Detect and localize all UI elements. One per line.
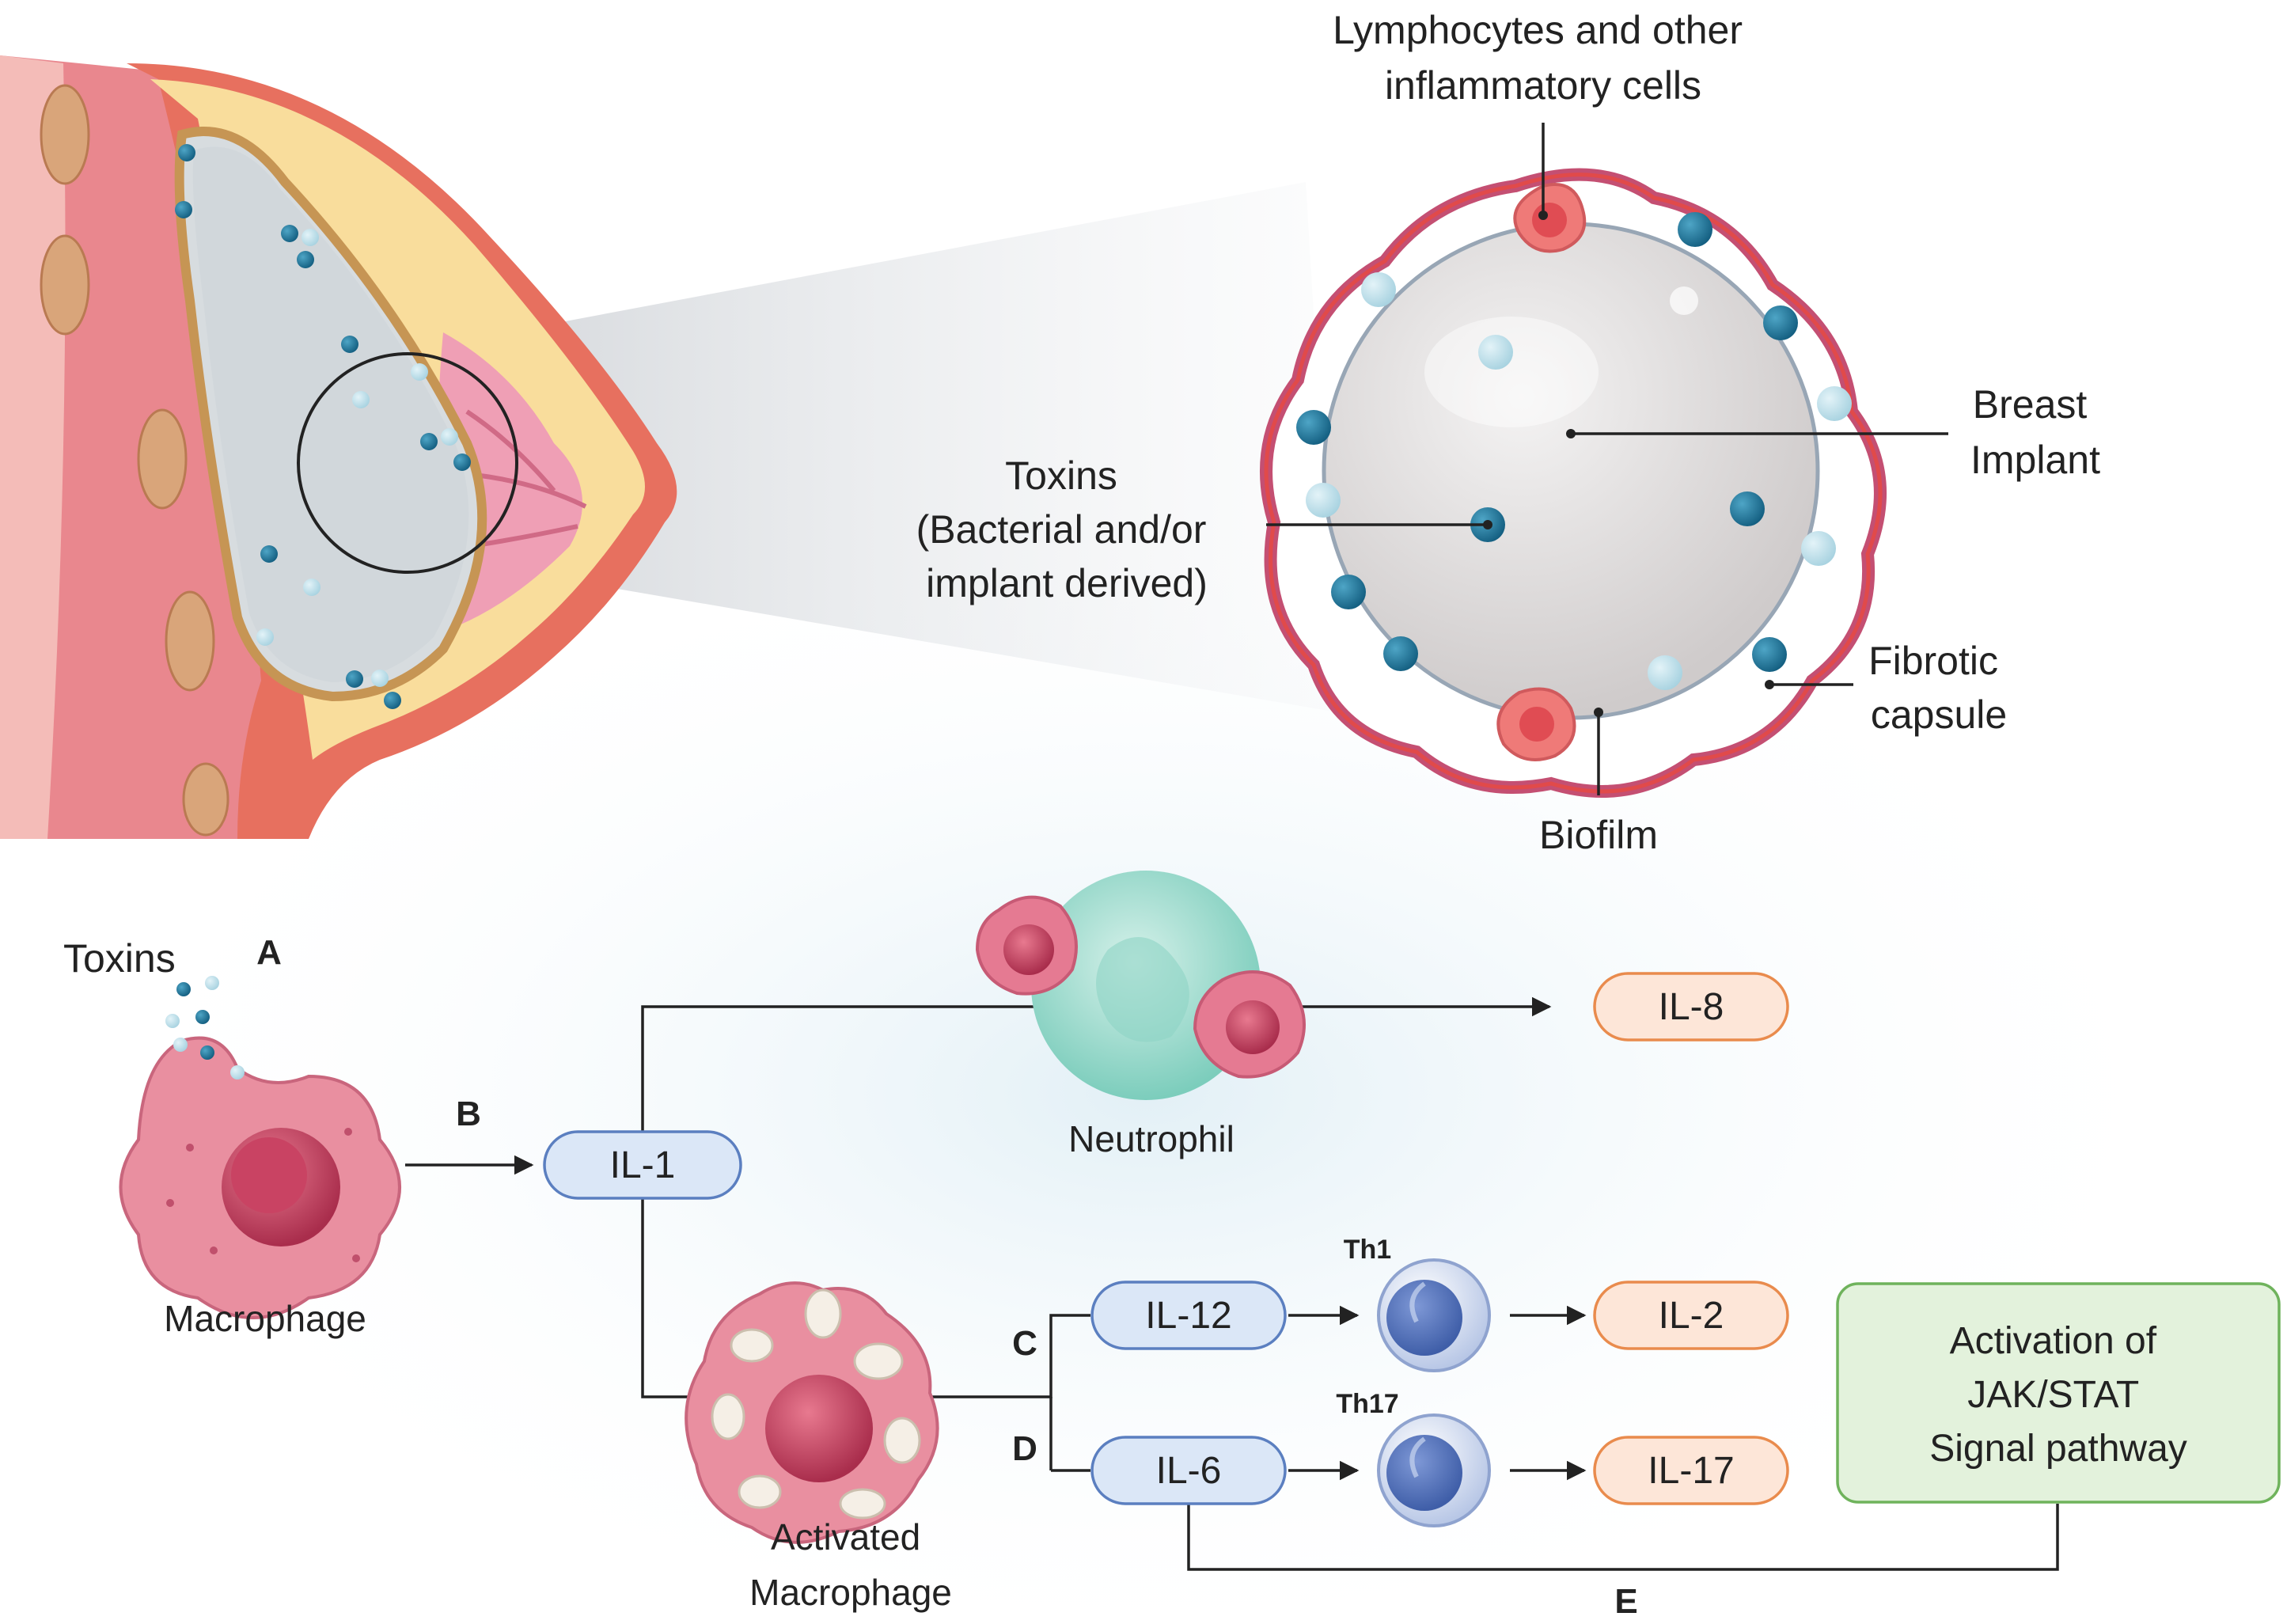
- breast-illustration: [0, 55, 1337, 839]
- th1-label: Th1: [1344, 1235, 1391, 1265]
- toxin-dots-pathway: [165, 976, 245, 1080]
- il8-box: IL-8: [1593, 972, 1789, 1042]
- inflammatory-cells-label: Lymphocytes and other inflammatory cells: [1333, 8, 1754, 108]
- activated-macrophage-label: Activated Macrophage: [749, 1516, 952, 1613]
- neutrophil-label: Neutrophil: [1068, 1118, 1235, 1159]
- step-b: B: [456, 1095, 481, 1133]
- jak-stat-box: Activation of JAK/STAT Signal pathway: [1836, 1282, 2281, 1504]
- biofilm-label: Biofilm: [1539, 813, 1658, 857]
- svg-text:IL-8: IL-8: [1659, 986, 1724, 1028]
- inflammatory-cell: [1496, 687, 1576, 761]
- macrophage-label: Macrophage: [164, 1298, 366, 1339]
- toxin-dots-breast: [175, 144, 471, 709]
- zoom-circle: [297, 352, 518, 574]
- svg-text:IL-17: IL-17: [1648, 1450, 1734, 1492]
- activated-macrophage-cell: [685, 1281, 939, 1544]
- th1-cell: [1377, 1258, 1491, 1372]
- implant-zoom: [1260, 123, 1948, 798]
- zoom-cone: [506, 182, 1337, 712]
- svg-text:IL-2: IL-2: [1659, 1295, 1724, 1337]
- il17-box: IL-17: [1593, 1436, 1789, 1505]
- svg-text:Activation of JAK/STAT: Activation of JAK/STAT Signal pathway: [1929, 1320, 2187, 1470]
- th17-cell: [1377, 1413, 1491, 1527]
- macrophage-cell: [119, 1036, 401, 1319]
- step-e: E: [1614, 1582, 1637, 1621]
- svg-text:IL-1: IL-1: [610, 1144, 676, 1186]
- toxin-dots-implant: [1296, 212, 1852, 690]
- th17-label: Th17: [1336, 1389, 1398, 1419]
- il6-box: IL-6: [1090, 1436, 1287, 1505]
- breast-implant-label: Breast Implant: [1970, 382, 2100, 482]
- neutrophil-cell: [975, 871, 1306, 1100]
- il12-box: IL-12: [1090, 1281, 1287, 1350]
- il1-box: IL-1: [543, 1130, 742, 1200]
- implant-toxins-label: Toxins (Bacterial and/or implant derived…: [916, 453, 1218, 605]
- fibrotic-capsule-label: Fibrotic capsule: [1868, 639, 2009, 737]
- svg-text:IL-12: IL-12: [1145, 1295, 1231, 1337]
- pathway-toxins-label: Toxins: [63, 936, 176, 981]
- step-c: C: [1012, 1324, 1037, 1363]
- step-d: D: [1012, 1429, 1037, 1468]
- svg-text:IL-6: IL-6: [1156, 1450, 1222, 1492]
- step-a: A: [256, 933, 282, 972]
- il2-box: IL-2: [1593, 1281, 1789, 1350]
